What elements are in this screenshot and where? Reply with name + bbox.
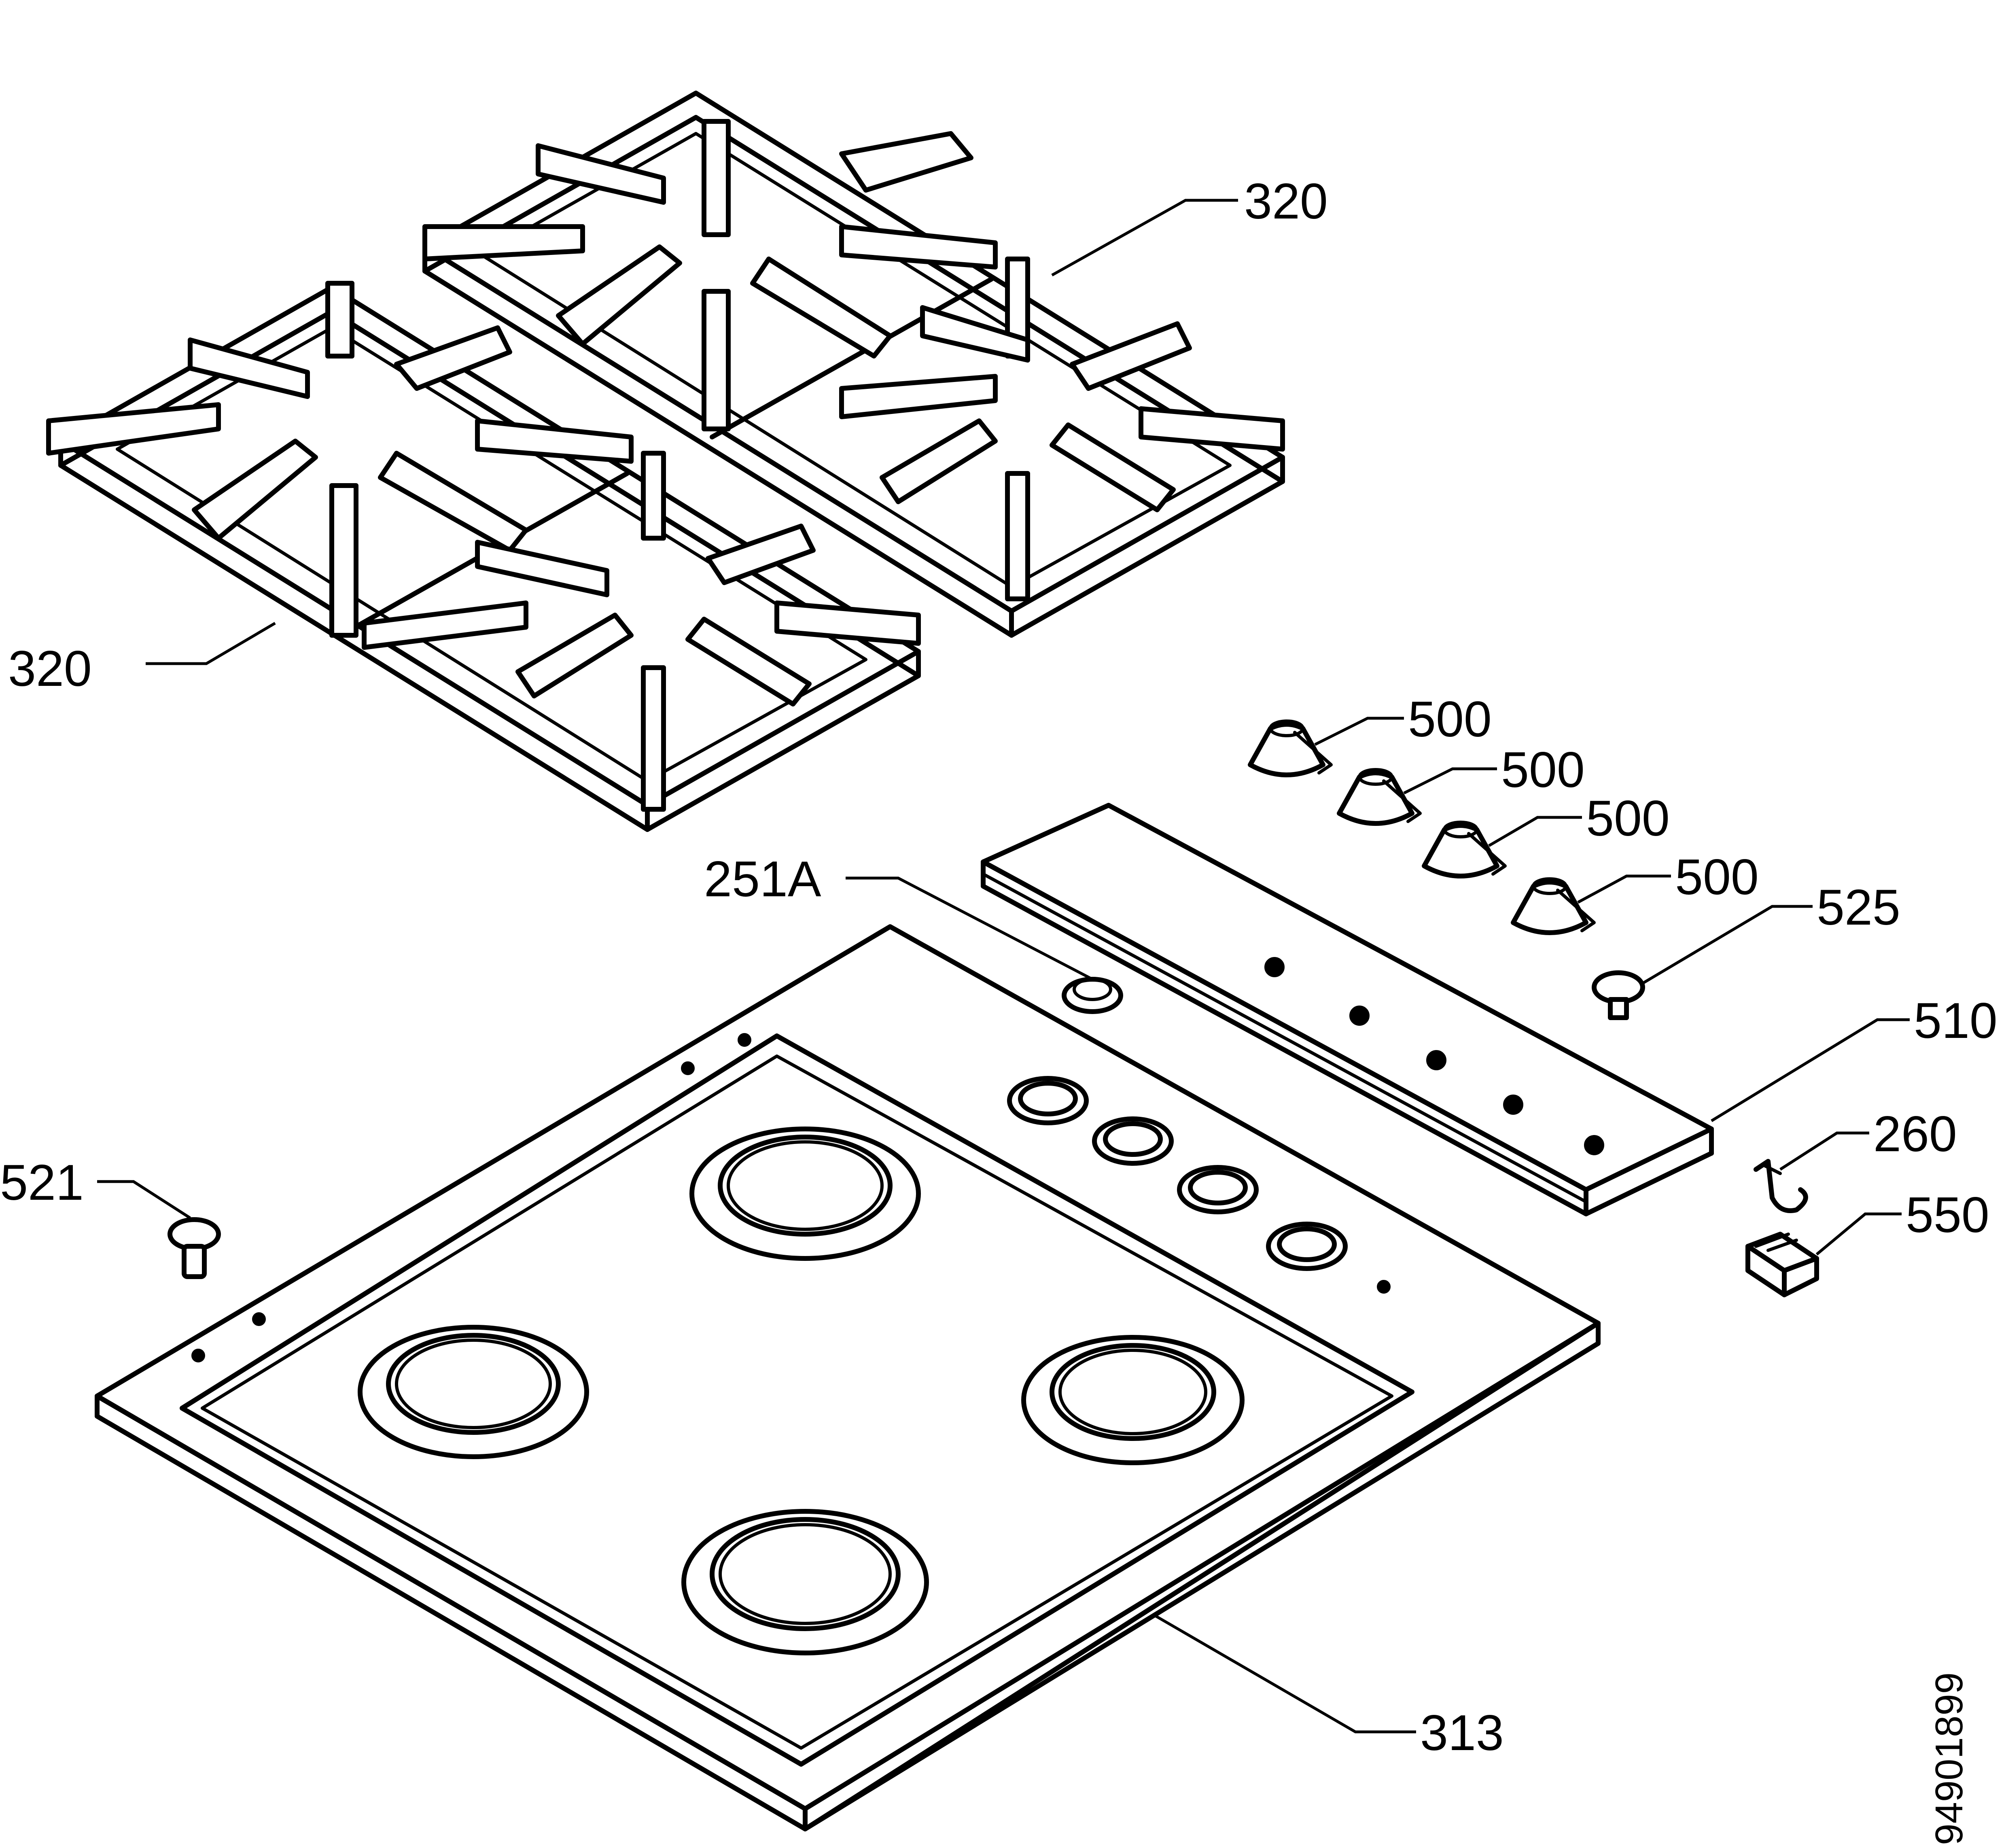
ignition-button (1592, 970, 1645, 1020)
panel-holes (1264, 957, 1604, 1155)
pan-support-front (46, 281, 921, 832)
control-knob-1 (1248, 719, 1333, 777)
label-550: 550 (1906, 1187, 1989, 1243)
label-251a: 251A (704, 851, 821, 907)
part-251a-nipple (1062, 977, 1123, 1014)
label-510: 510 (1914, 993, 1998, 1049)
drawing-number: 94901899 (1928, 1672, 1971, 1845)
pan-support-rear (422, 91, 1285, 638)
label-500-knob-4: 500 (1675, 849, 1759, 905)
burner-well-right (1021, 1335, 1245, 1465)
label-500-knob-1: 500 (1408, 692, 1492, 747)
part-550-block (1745, 1232, 1819, 1297)
label-525: 525 (1817, 880, 1900, 936)
label-320-rear: 320 (1244, 174, 1328, 229)
label-320-front: 320 (8, 641, 92, 697)
label-260: 260 (1873, 1106, 1957, 1162)
leader-lines (97, 199, 1910, 1733)
label-500-knob-3: 500 (1586, 791, 1670, 847)
hob-top (95, 924, 1601, 1831)
control-knob-2 (1337, 768, 1422, 826)
burner-well-left (358, 1325, 589, 1459)
label-521: 521 (0, 1155, 84, 1211)
burner-well-rear (689, 1127, 921, 1261)
control-knob-3 (1422, 821, 1507, 878)
rim-screw-holes (191, 1033, 1391, 1362)
control-knobs (1248, 719, 1596, 935)
label-500-knob-2: 500 (1501, 742, 1585, 798)
part-labels: 320 320 500 500 500 500 525 510 260 550 … (0, 174, 1998, 1845)
label-313: 313 (1420, 1705, 1504, 1761)
part-260-clip (1754, 1159, 1808, 1213)
part-521-foot (168, 1217, 221, 1279)
rim-knob-holes (1007, 1076, 1348, 1271)
control-knob-4 (1511, 877, 1596, 935)
control-panel-strip (981, 803, 1714, 1216)
burner-well-front (681, 1509, 929, 1655)
